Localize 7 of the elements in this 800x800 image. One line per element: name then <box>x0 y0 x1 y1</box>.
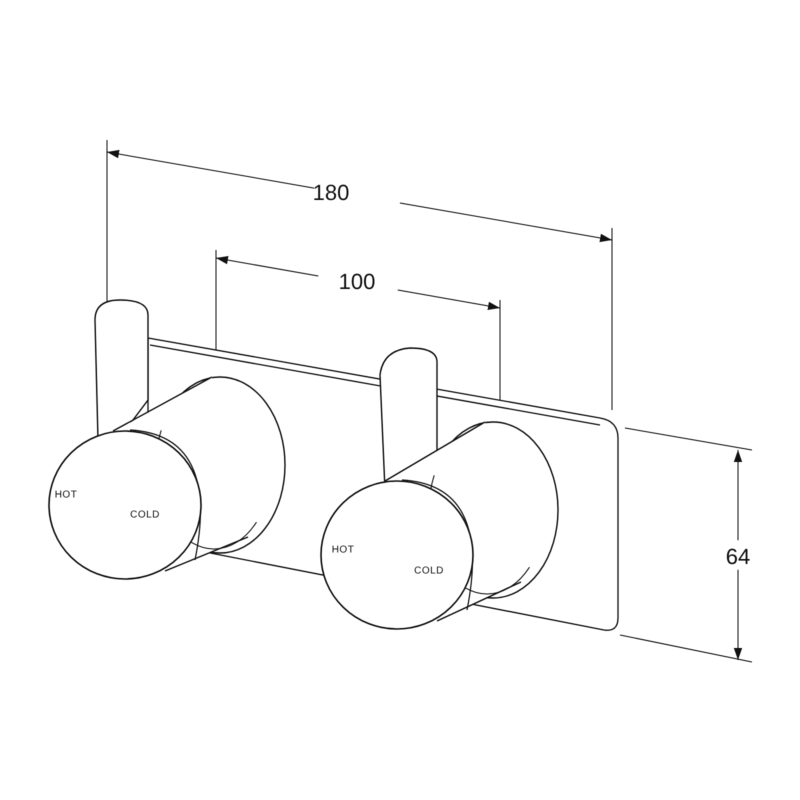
marking-label: HOT <box>332 544 354 556</box>
marking-label: COLD <box>414 566 444 576</box>
dimension-label: 100 <box>338 269 376 295</box>
dimension-label: 180 <box>312 180 350 206</box>
dimension-label: 64 <box>726 544 750 570</box>
marking-label: HOT <box>54 490 78 500</box>
marking-label: COLD <box>130 510 160 520</box>
